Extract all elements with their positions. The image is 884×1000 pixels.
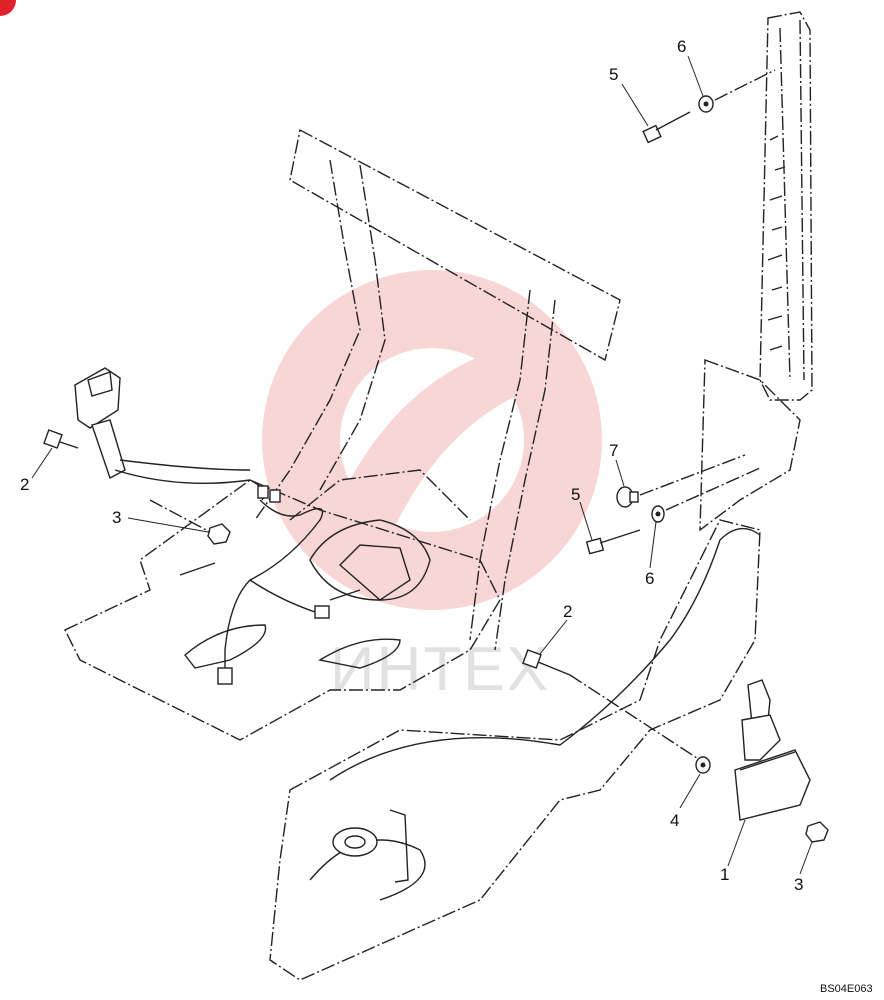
callout-5-mid: 5 bbox=[571, 485, 580, 504]
callout-3-left: 3 bbox=[112, 508, 121, 527]
callout-6-mid: 6 bbox=[645, 569, 654, 588]
callout-1: 1 bbox=[720, 865, 729, 884]
seat-belt-buckle-left bbox=[74, 367, 330, 685]
bolt-icon bbox=[522, 649, 571, 676]
callout-5-top: 5 bbox=[609, 65, 618, 84]
seat-post bbox=[699, 11, 813, 532]
callout-3-right: 3 bbox=[794, 875, 803, 894]
hardware bbox=[43, 69, 829, 843]
seat-frame bbox=[254, 128, 621, 651]
watermark: ИНТЕХ bbox=[262, 270, 602, 704]
seat-belt-buckle-right bbox=[734, 679, 811, 821]
leader-lines bbox=[31, 55, 813, 875]
lower-console bbox=[269, 519, 761, 981]
callout-6-top: 6 bbox=[677, 37, 686, 56]
plug-icon bbox=[616, 486, 639, 508]
nut-icon bbox=[207, 523, 231, 545]
drawing-code: BS04E063 bbox=[820, 983, 873, 995]
corner-marker bbox=[0, 0, 16, 16]
watermark-text: ИНТЕХ bbox=[330, 635, 550, 704]
callout-4: 4 bbox=[670, 811, 679, 830]
bolt-icon bbox=[642, 111, 691, 144]
seat-pan bbox=[64, 479, 501, 741]
callout-7: 7 bbox=[609, 441, 618, 460]
callout-2-mid: 2 bbox=[563, 602, 572, 621]
bolt-icon bbox=[585, 529, 641, 555]
nut-icon bbox=[805, 821, 829, 843]
callout-2-left: 2 bbox=[20, 475, 29, 494]
callout-labels: 5 6 2 3 7 5 6 2 4 1 3 bbox=[20, 37, 803, 894]
bolt-icon bbox=[43, 429, 79, 449]
